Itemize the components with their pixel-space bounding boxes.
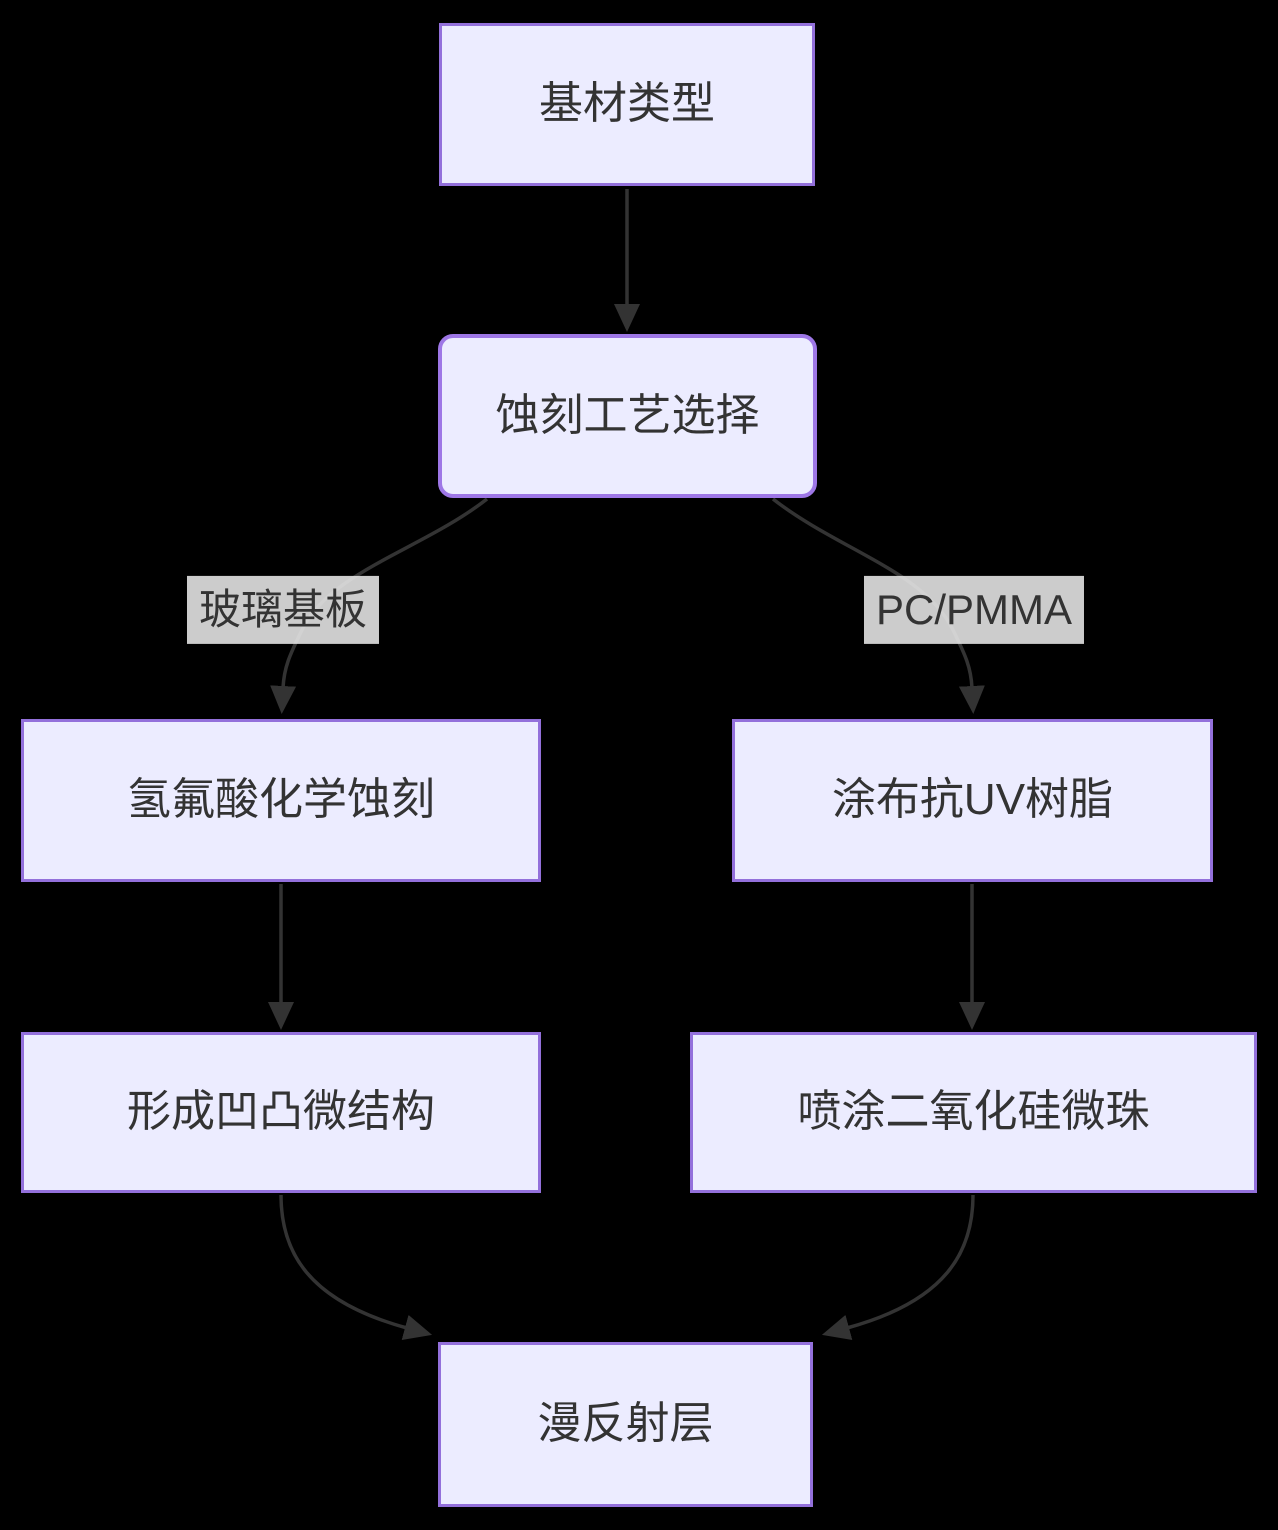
edge-label-pc-pmma-text: PC/PMMA [875, 585, 1073, 633]
node-hf-chemical-etching-label: 氢氟酸化学蚀刻 [127, 775, 435, 825]
node-coat-anti-uv-resin: 涂布抗UV树脂 [732, 719, 1213, 882]
edge-label-glass-substrate-text: 玻璃基板 [198, 585, 368, 633]
node-hf-chemical-etching: 氢氟酸化学蚀刻 [21, 719, 541, 882]
node-coat-anti-uv-resin-label: 涂布抗UV树脂 [831, 775, 1114, 825]
edge-microstructure-to-diffuse [279, 1194, 433, 1341]
node-etching-process-selection-label: 蚀刻工艺选择 [495, 390, 760, 440]
node-form-concave-convex-microstructure: 形成凹凸微结构 [21, 1032, 541, 1193]
edge-silica-to-diffuse [821, 1194, 975, 1341]
node-spray-silica-microbeads-label: 喷涂二氧化硅微珠 [797, 1087, 1150, 1137]
node-diffuse-reflection-layer: 漫反射层 [438, 1342, 813, 1507]
node-etching-process-selection: 蚀刻工艺选择 [438, 334, 817, 498]
node-substrate-type-label: 基材类型 [539, 79, 715, 129]
node-form-concave-convex-microstructure-label: 形成凹凸微结构 [127, 1087, 435, 1137]
edge-label-glass-substrate: 玻璃基板 [186, 575, 380, 645]
node-spray-silica-microbeads: 喷涂二氧化硅微珠 [690, 1032, 1257, 1193]
edge-label-pc-pmma: PC/PMMA [863, 575, 1085, 645]
node-diffuse-reflection-layer-label: 漫反射层 [537, 1399, 714, 1449]
node-substrate-type: 基材类型 [439, 23, 815, 186]
